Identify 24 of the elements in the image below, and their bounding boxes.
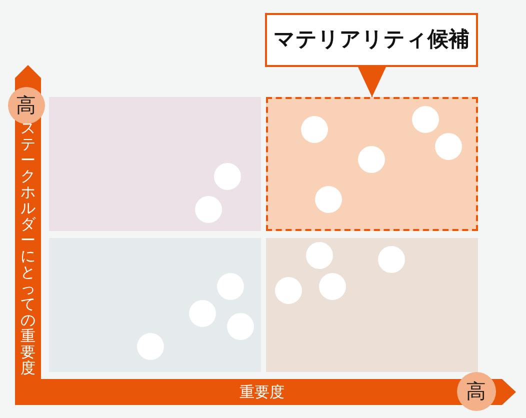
quadrant-panel [49,238,261,372]
dot-icon [318,272,346,300]
quadrant-panel [266,238,478,372]
dot-icon [306,242,332,268]
axis-title: 重要度 [240,384,284,400]
dot-icon [434,132,462,160]
dot-icon [274,276,302,304]
highlighted-quadrant-panel [266,97,478,231]
dot-icon [226,312,254,340]
dot-icon [378,246,404,272]
axis-end-label: 高 [8,86,44,124]
dot-icon [216,272,244,300]
dot-icon [300,116,328,142]
dot-icon [358,146,384,172]
dot-icon [194,196,222,222]
dot-icon [136,332,164,360]
callout-pointer [358,66,386,98]
callout-label: マテリアリティ候補 [265,13,478,67]
quadrant-panel [49,97,261,231]
dot-icon [314,186,342,212]
dot-icon [188,300,216,326]
dot-icon [412,106,438,132]
dot-icon [214,162,240,190]
axis-end-label: 高 [456,372,496,410]
